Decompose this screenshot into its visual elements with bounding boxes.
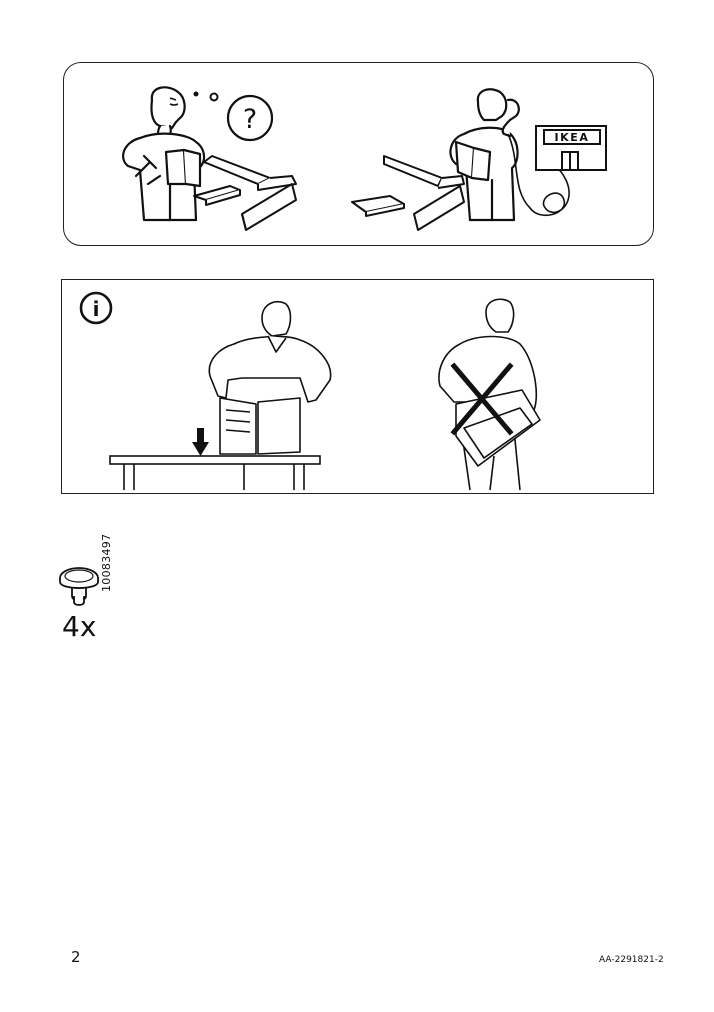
incorrect-handling-figure bbox=[438, 298, 541, 491]
document-code: AA-2291821-2 bbox=[599, 955, 664, 965]
down-arrow-icon bbox=[192, 428, 209, 456]
info-icon bbox=[79, 291, 113, 325]
cam-lock-knob-icon bbox=[59, 567, 99, 606]
part-number: 10083497 bbox=[100, 533, 113, 592]
loose-boards-right bbox=[351, 155, 465, 231]
correct-handling-figure bbox=[208, 300, 332, 455]
confused-person-figure bbox=[122, 86, 206, 222]
ikea-sign: IKEA bbox=[554, 131, 589, 144]
prohibited-cross-icon bbox=[450, 362, 514, 436]
phone-cord bbox=[507, 133, 570, 217]
part-quantity: 4x bbox=[62, 610, 97, 643]
confused-face bbox=[169, 97, 179, 106]
work-table bbox=[109, 455, 321, 490]
info-icon-letter: i bbox=[93, 297, 100, 321]
thought-dot bbox=[209, 92, 219, 102]
help-panel bbox=[63, 62, 654, 246]
question-mark: ? bbox=[243, 104, 257, 135]
ikea-store-icon bbox=[535, 125, 607, 171]
thought-dot-small bbox=[193, 91, 199, 97]
calling-person-figure bbox=[449, 88, 520, 222]
page-number: 2 bbox=[71, 948, 81, 966]
question-bubble bbox=[226, 94, 274, 142]
info-panel bbox=[61, 279, 654, 494]
loose-boards-left bbox=[193, 155, 297, 231]
